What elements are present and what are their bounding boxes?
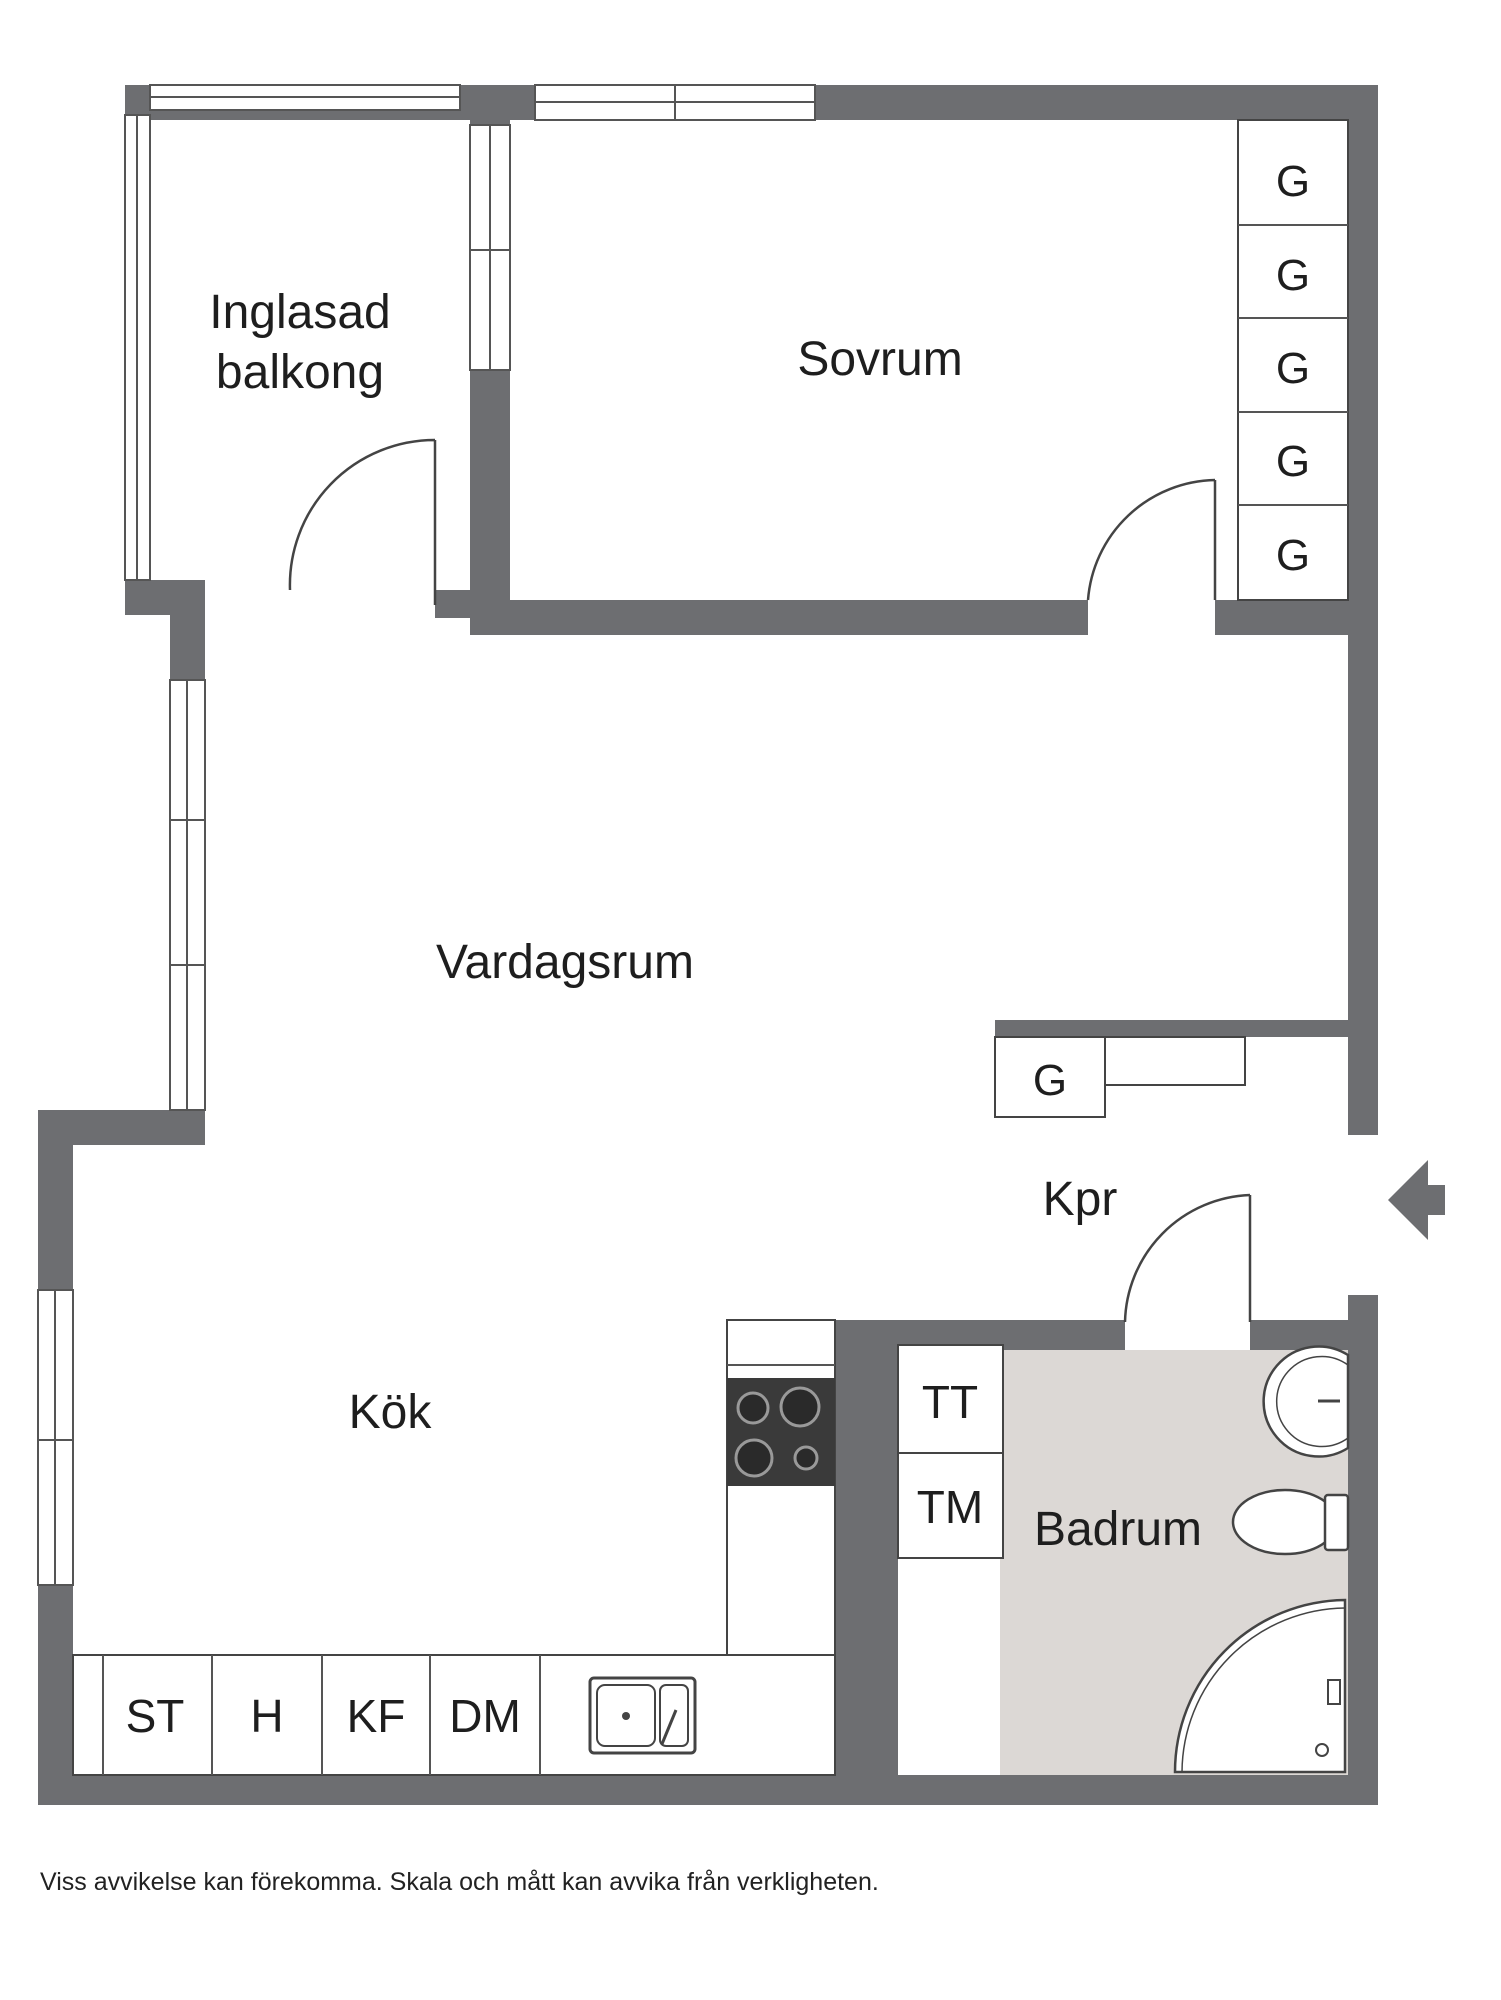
dishwasher-label: DM (449, 1690, 521, 1742)
doors (288, 438, 1252, 1323)
wardrobe-label: G (1276, 437, 1310, 486)
wardrobe-label: G (1276, 157, 1310, 206)
toilet-icon (1231, 1488, 1350, 1556)
room-label-balcony-2: balkong (216, 346, 384, 399)
entrance-arrow-icon (1388, 1160, 1445, 1240)
washer-label: TM (917, 1481, 983, 1533)
disclaimer: Viss avvikelse kan förekomma. Skala och … (40, 1868, 879, 1896)
wardrobe-label: G (1276, 251, 1310, 300)
room-label-balcony-1: Inglasad (209, 286, 390, 339)
room-label-hall: Kpr (1043, 1173, 1118, 1226)
laundry-machines (897, 1344, 1004, 1559)
hall-wardrobe-label: G (1033, 1056, 1067, 1105)
hall-wardrobe (994, 1036, 1106, 1118)
fridge-freezer-label: KF (347, 1690, 406, 1742)
room-label-bedroom: Sovrum (797, 333, 962, 386)
stove-label: ST (126, 1690, 185, 1742)
kitchen-sink-icon (588, 1676, 697, 1755)
floor-plan: Inglasad balkong Sovrum Vardagsrum Kpr K… (37, 84, 1445, 1805)
bedroom-wardrobes (1237, 119, 1349, 601)
room-label-living: Vardagsrum (436, 936, 694, 989)
shower-icon (1173, 1598, 1347, 1774)
bathroom-sink-icon (1262, 1345, 1350, 1458)
wardrobe-label: G (1276, 344, 1310, 393)
windows (37, 84, 816, 1586)
hall-shelf (1104, 1036, 1246, 1086)
h-label: H (250, 1690, 283, 1742)
wardrobe-label: G (1276, 531, 1310, 580)
dryer-label: TT (922, 1376, 978, 1428)
room-label-bathroom: Badrum (1034, 1503, 1202, 1556)
room-label-kitchen: Kök (349, 1386, 433, 1439)
stove-icon (727, 1378, 835, 1486)
